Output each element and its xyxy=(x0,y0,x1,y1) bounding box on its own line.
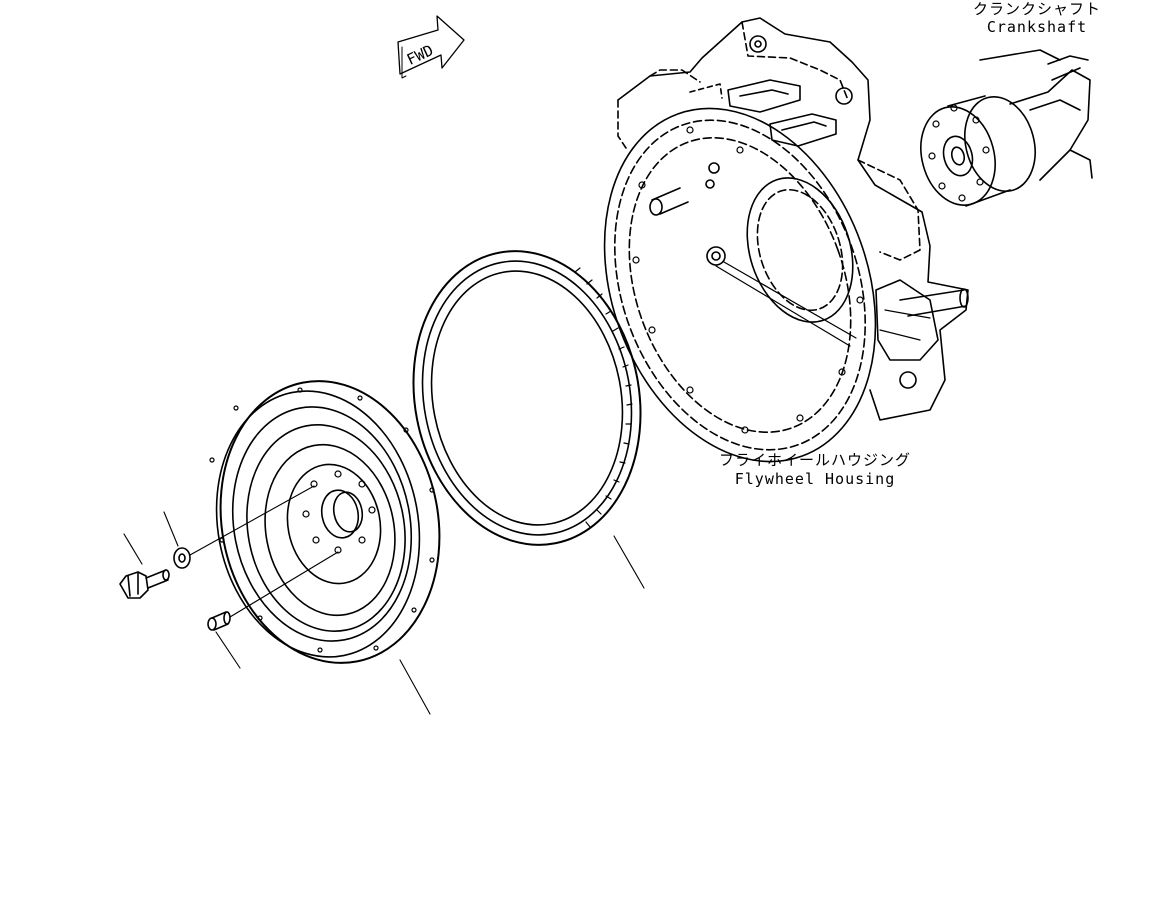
ring-gear xyxy=(412,250,642,546)
fwd-label: FWD xyxy=(404,41,436,69)
flywheel-bolt xyxy=(119,569,170,599)
fwd-arrow-icon: FWD xyxy=(397,15,465,79)
crankshaft xyxy=(920,49,1093,207)
flywheel-housing xyxy=(603,17,969,463)
flywheel-housing-label-jp: フライホイールハウジング xyxy=(718,451,911,469)
flywheel-housing-label-en: Flywheel Housing xyxy=(734,470,896,488)
assembly-lines xyxy=(123,485,645,715)
crankshaft-label-jp: クランクシャフト xyxy=(972,0,1101,18)
crankshaft-label-en: Crankshaft xyxy=(986,18,1088,36)
flywheel xyxy=(209,380,441,664)
washer xyxy=(173,547,191,569)
dowel-pin xyxy=(207,611,231,631)
